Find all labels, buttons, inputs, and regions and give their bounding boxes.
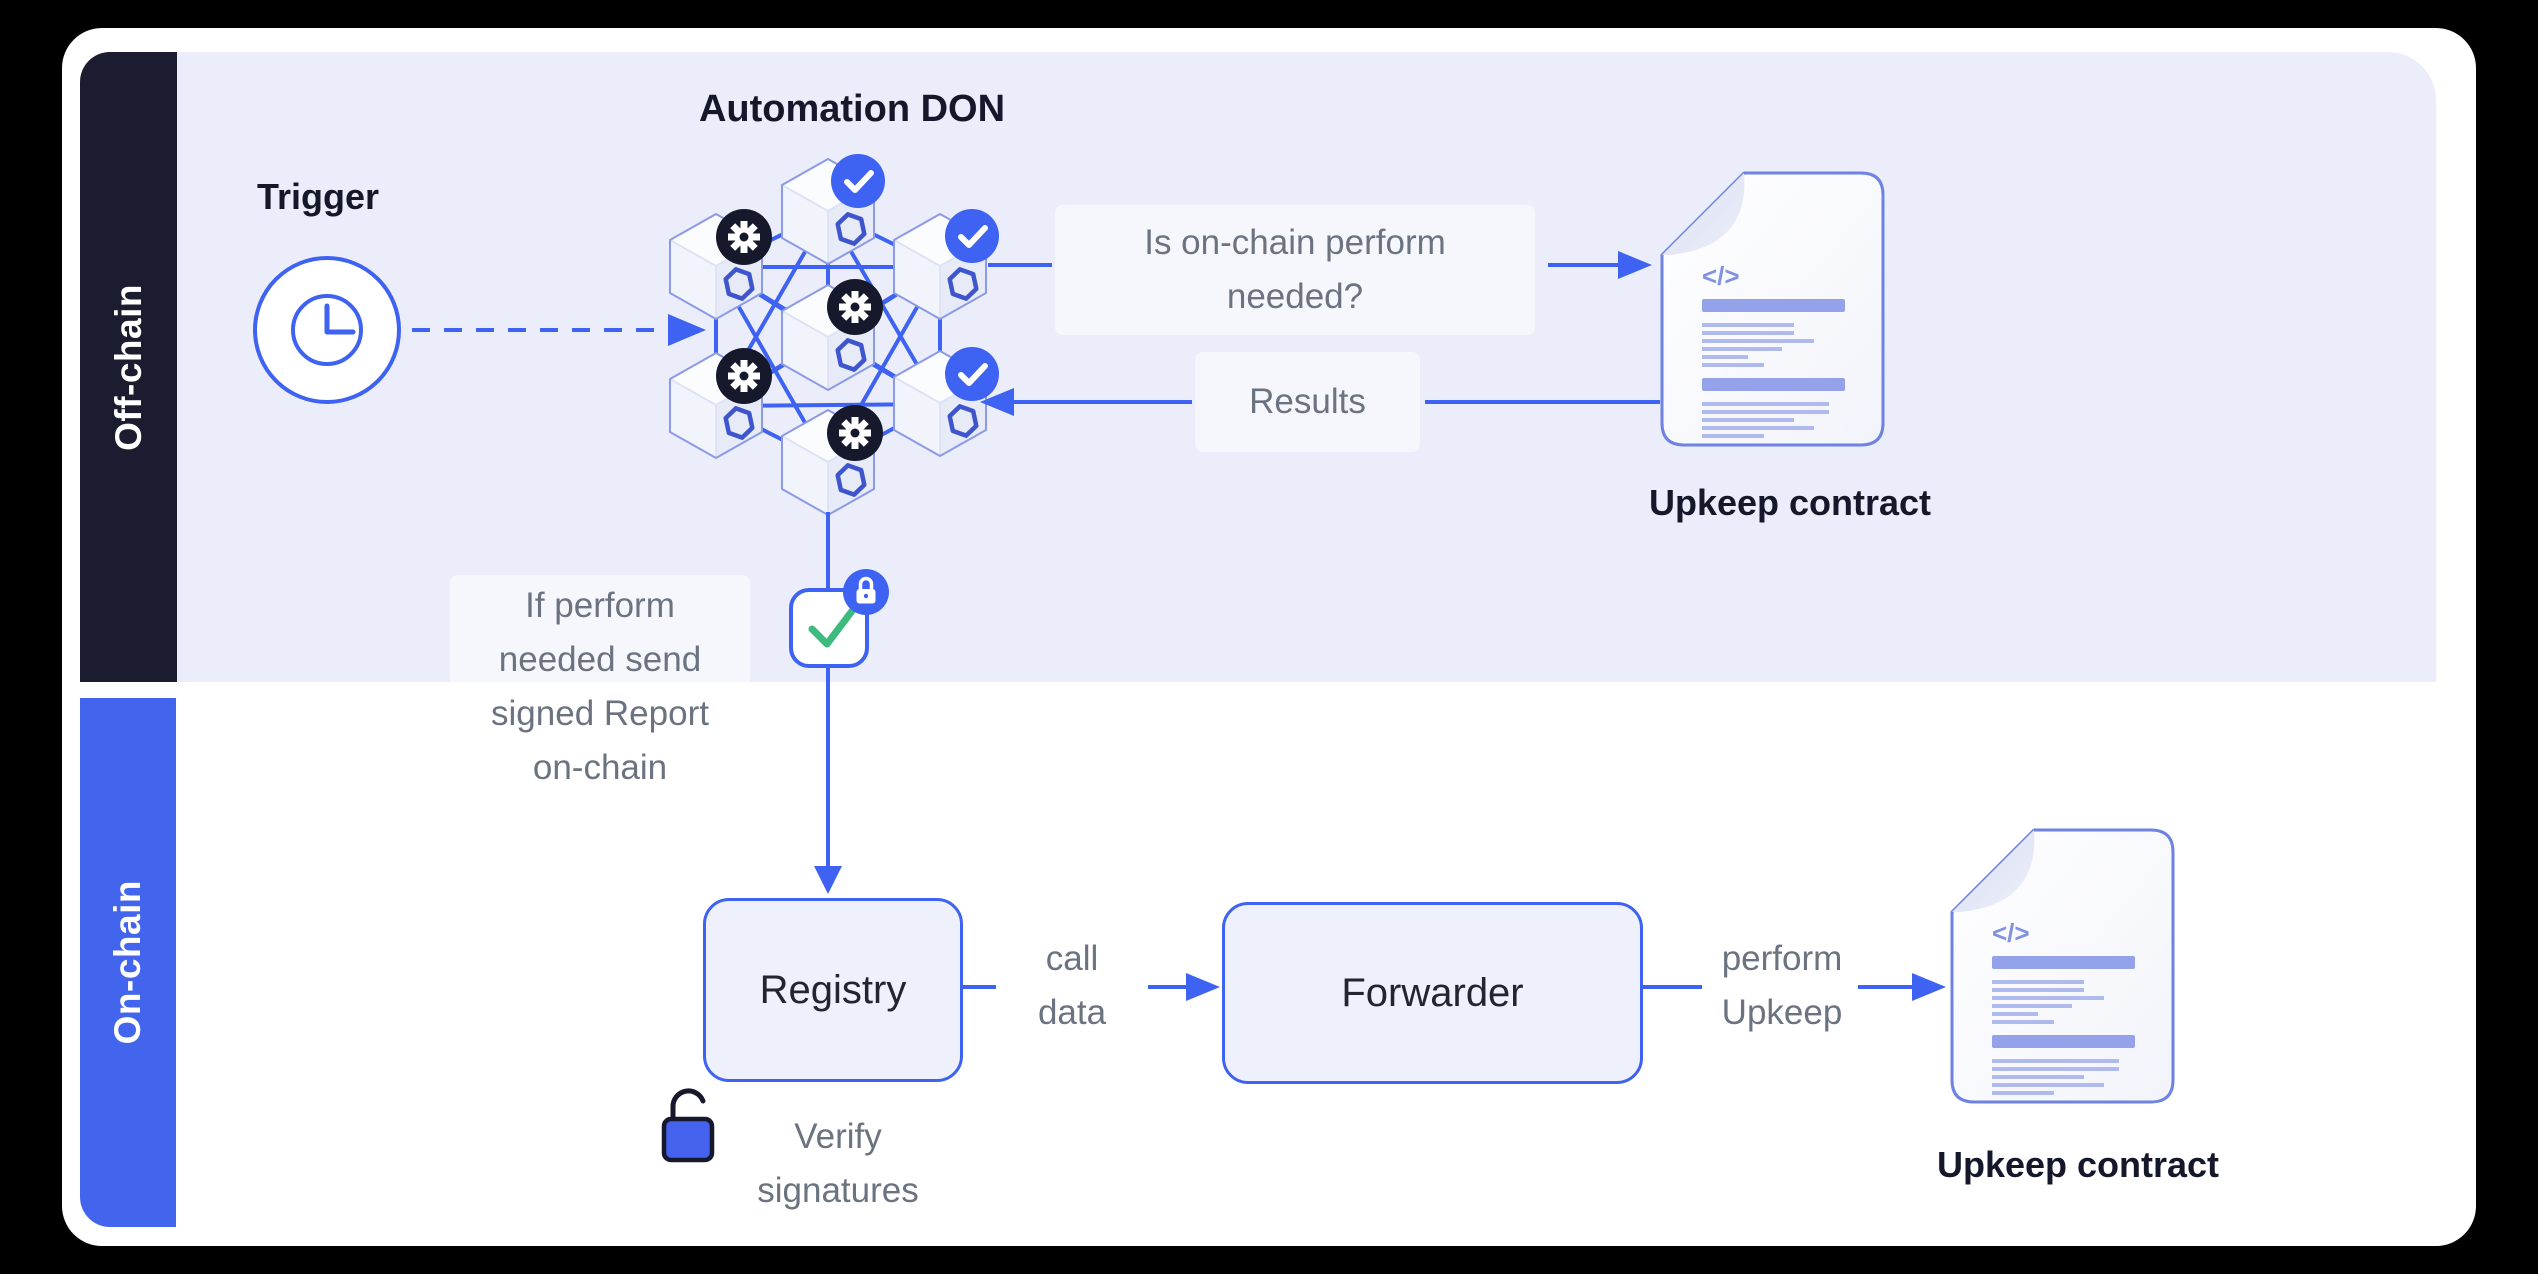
upkeep-contract-icon-onchain (1950, 828, 2175, 1104)
gear-badge-icon (716, 209, 772, 265)
signed-report-icon (789, 569, 889, 668)
verify-signatures-label: Verify signatures (757, 1117, 919, 1210)
perform-upkeep-label: perform Upkeep (1721, 939, 1843, 1032)
gear-badge-icon (827, 279, 883, 335)
question-line-1: Is on-chain perform (1144, 223, 1446, 262)
report-note-line-2: needed send (498, 640, 702, 679)
forwarder-label: Forwarder (1341, 970, 1524, 1015)
don-network (670, 154, 999, 515)
call-data-label: call data (1037, 939, 1107, 1032)
off-chain-strip: Off-chain (80, 52, 177, 682)
on-chain-strip: On-chain (80, 698, 176, 1227)
upkeep-contract-icon-offchain (1660, 171, 1885, 447)
results-connector (980, 388, 1660, 416)
report-note-line-1: If perform (525, 586, 675, 625)
registry-label: Registry (759, 967, 907, 1012)
check-badge-icon (945, 209, 999, 263)
report-connector (814, 512, 842, 894)
registry-out-connector (957, 973, 1220, 1001)
upkeep-contract-label-onchain: Upkeep contract (1936, 1144, 2220, 1185)
question-line-2: needed? (1226, 277, 1364, 316)
report-note-label: If perform needed send signed Report on-… (450, 575, 750, 799)
lock-badge-icon (843, 569, 889, 615)
gear-badge-icon (716, 348, 772, 404)
clock-icon (253, 256, 401, 404)
trigger-label: Trigger (256, 176, 380, 217)
check-badge-icon (945, 347, 999, 401)
results-label: Results (1195, 352, 1420, 452)
forwarder-out-connector (1640, 973, 1946, 1001)
report-note-line-3: signed Report (491, 694, 709, 733)
report-note-line-4: on-chain (532, 748, 668, 787)
forwarder-box: Forwarder (1222, 902, 1643, 1084)
automation-don-title: Automation DON (698, 88, 1006, 130)
upkeep-contract-label-offchain: Upkeep contract (1648, 482, 1932, 523)
gear-badge-icon (827, 405, 883, 461)
trigger-arrow (412, 314, 706, 346)
unlock-icon (661, 1088, 715, 1163)
question-connector (988, 251, 1652, 279)
question-label: Is on-chain perform needed? (1055, 205, 1535, 335)
registry-box: Registry (703, 898, 963, 1082)
check-badge-icon (831, 154, 885, 208)
